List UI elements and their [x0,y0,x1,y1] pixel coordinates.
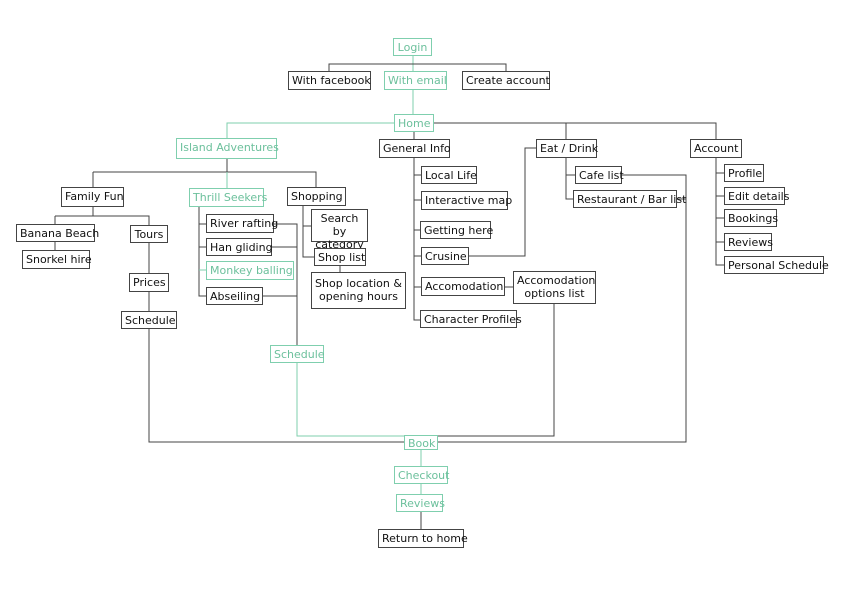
connector-line [274,223,298,345]
node-island-adventures[interactable]: Island Adventures [176,138,279,159]
node-reviews-account[interactable]: Reviews [724,233,773,251]
node-login[interactable]: Login [393,38,432,56]
node-general-info[interactable]: General Info [379,139,451,158]
connector-line [148,329,404,443]
connector-line [328,63,507,71]
node-schedule-thrill[interactable]: Schedule [270,345,325,363]
node-edit-details[interactable]: Edit details [724,187,789,205]
connector-line [302,206,314,258]
connector-line [226,122,394,138]
node-cafe-list[interactable]: Cafe list [575,166,624,184]
node-crusine[interactable]: Crusine [421,247,469,265]
node-tours[interactable]: Tours [130,225,168,243]
connector-line [296,363,404,437]
node-shop-location[interactable]: Shop location & opening hours [311,272,406,309]
node-return-to-home[interactable]: Return to home [378,529,468,548]
node-reviews-flow[interactable]: Reviews [396,494,445,512]
connector-line [438,174,687,443]
node-with-facebook[interactable]: With facebook [288,71,371,90]
connector-line [93,171,317,187]
node-profile[interactable]: Profile [724,164,764,182]
node-eat-drink[interactable]: Eat / Drink [536,139,598,158]
node-prices[interactable]: Prices [129,273,169,292]
connector-line [469,147,536,257]
node-with-email[interactable]: With email [384,71,447,90]
node-thrill-seekers[interactable]: Thrill Seekers [189,188,267,207]
node-interactive-map[interactable]: Interactive map [421,191,512,210]
node-character-profiles[interactable]: Character Profiles [420,310,522,328]
node-getting-here[interactable]: Getting here [420,221,493,239]
node-local-life[interactable]: Local Life [421,166,477,184]
connector-line [198,207,206,297]
node-accomodation-options[interactable]: Accomodation options list [513,271,596,304]
node-restaurant-bar-list[interactable]: Restaurant / Bar list [573,190,686,208]
node-monkey-balling[interactable]: Monkey balling [206,261,294,280]
node-shopping[interactable]: Shopping [287,187,346,206]
node-book[interactable]: Book [404,435,438,450]
connector-line [413,158,420,321]
connector-line [438,304,555,437]
node-snorkel-hire[interactable]: Snorkel hire [22,250,92,269]
node-banana-beach[interactable]: Banana Beach [16,224,99,242]
node-schedule-family[interactable]: Schedule [121,311,177,329]
node-han-gliding[interactable]: Han gliding [206,238,273,256]
node-family-fun[interactable]: Family Fun [61,187,124,207]
node-create-account[interactable]: Create account [462,71,550,90]
node-abseiling[interactable]: Abseiling [206,287,263,305]
node-personal-schedule[interactable]: Personal Schedule [724,256,829,274]
node-account[interactable]: Account [690,139,742,158]
connector-line [565,158,573,200]
node-bookings[interactable]: Bookings [724,209,778,227]
node-accomodation[interactable]: Accomodation [421,277,505,296]
node-home[interactable]: Home [394,114,434,132]
node-river-rafting[interactable]: River rafting [206,214,278,233]
connector-line [92,207,150,225]
node-shop-list[interactable]: Shop list [314,248,366,266]
node-search-by-category[interactable]: Search by category [311,209,368,251]
node-checkout[interactable]: Checkout [394,466,449,484]
connector-line [715,158,724,266]
connector-line [434,122,717,139]
